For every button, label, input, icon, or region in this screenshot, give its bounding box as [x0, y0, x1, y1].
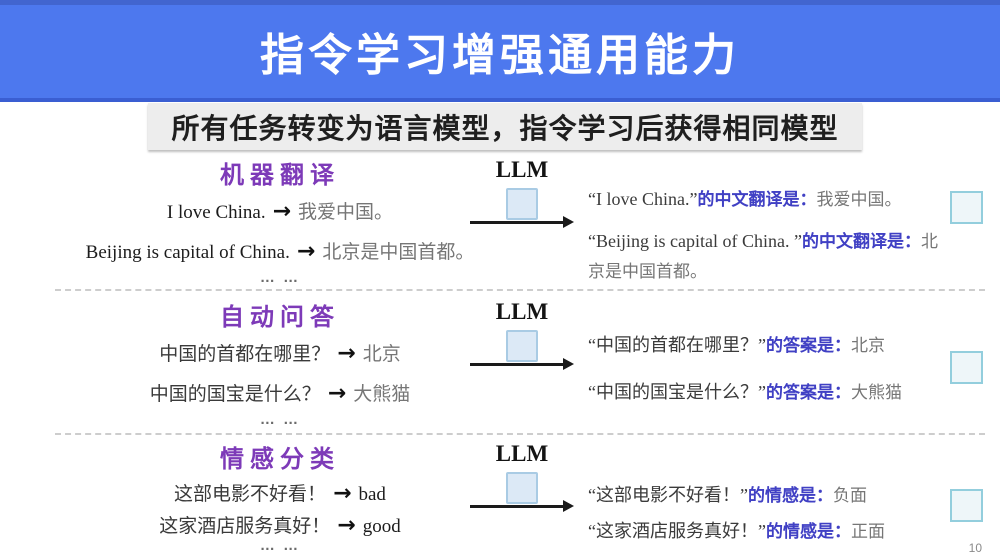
arrow-icon: →: [337, 513, 356, 538]
ellipsis-text: … …: [259, 269, 301, 286]
example-output: 北京是中国首都。: [322, 242, 475, 263]
task-examples-column: 情感分类 这部电影不好看！→bad 这家酒店服务真好！→good … …: [55, 437, 505, 559]
result-connector: 的答案是：: [765, 383, 851, 402]
example-pair: 这部电影不好看！ → bad: [55, 479, 505, 506]
example-output: 我爱中国。: [298, 202, 394, 223]
example-input: 中国的国宝是什么？: [149, 384, 321, 405]
result-connector: 的中文翻译是：: [801, 232, 921, 251]
result-connector: 的中文翻译是：: [697, 190, 817, 209]
ellipsis-text: … …: [259, 411, 301, 428]
result-answer: 负面: [832, 486, 867, 505]
llm-box-icon: [506, 330, 538, 362]
placeholder-square-icon: [950, 489, 983, 522]
task-examples-column: 自动问答 中国的首都在哪里？ → 北京 中国的国宝是什么？ → 大熊猫 … …: [55, 295, 505, 433]
result-line: “这家酒店服务真好！”的情感是：正面: [588, 517, 950, 547]
result-line: “中国的首都在哪里？”的答案是：北京: [588, 331, 950, 361]
section-heading: 自动问答: [220, 304, 340, 331]
section-heading: 机器翻译: [220, 162, 340, 189]
arrow-icon: →: [337, 341, 356, 366]
example-pair: 中国的首都在哪里？ → 北京: [55, 339, 505, 366]
llm-label: LLM: [495, 441, 549, 466]
section-heading: 情感分类: [220, 446, 340, 473]
result-quote: “这部电影不好看！”: [588, 485, 748, 505]
section-sentiment-classification: 情感分类 这部电影不好看！→bad 这家酒店服务真好！→good … … LLM…: [0, 437, 1000, 559]
example-output: 北京: [362, 344, 401, 365]
prompt-results-column: “这部电影不好看！”的情感是：负面 “这家酒店服务真好！”的情感是：正面: [588, 481, 950, 553]
result-connector: 的情感是：: [747, 486, 833, 505]
result-quote: “中国的首都在哪里？”: [588, 335, 766, 355]
placeholder-square-icon: [950, 191, 983, 224]
example-pair: I love China. → 我爱中国。: [55, 197, 505, 224]
subtitle-bar: 所有任务转变为语言模型，指令学习后获得相同模型: [148, 103, 862, 150]
subtitle-text: 所有任务转变为语言模型，指令学习后获得相同模型: [171, 112, 839, 144]
llm-arrow-icon: [470, 358, 574, 370]
result-quote: “中国的国宝是什么？”: [588, 382, 766, 402]
task-examples-column: 机器翻译 I love China. → 我爱中国。 Beijing is capi…: [55, 153, 505, 290]
banner-top-edge: [0, 0, 1000, 5]
example-output: bad: [358, 484, 386, 505]
llm-model: LLM: [468, 441, 576, 512]
llm-label: LLM: [495, 299, 549, 324]
result-line: “中国的国宝是什么？”的答案是：大熊猫: [588, 378, 950, 408]
section-machine-translation: 机器翻译 I love China. → 我爱中国。 Beijing is capi…: [0, 153, 1000, 290]
arrow-icon: →: [327, 381, 347, 406]
ellipsis-text: … …: [259, 537, 301, 554]
result-answer: 我爱中国。: [816, 190, 902, 209]
arrow-icon: →: [333, 481, 352, 506]
arrowhead-icon: [563, 216, 574, 228]
llm-label: LLM: [495, 157, 549, 182]
result-quote: “Beijing is capital of China. ”: [588, 231, 802, 251]
llm-model: LLM: [468, 157, 576, 228]
result-answer: 大熊猫: [850, 383, 902, 402]
page-title: 指令学习增强通用能力: [260, 31, 740, 80]
result-quote: “这家酒店服务真好！”: [588, 521, 766, 541]
prompt-results-column: “I love China.”的中文翻译是：我爱中国。 “Beijing is …: [588, 185, 950, 299]
result-line: “I love China.”的中文翻译是：我爱中国。: [588, 185, 950, 215]
example-output: good: [362, 516, 401, 537]
arrow-icon: →: [272, 199, 292, 224]
result-connector: 的情感是：: [765, 522, 851, 541]
dashed-divider: [55, 289, 985, 291]
example-pair: Beijing is capital of China. → 北京是中国首都。: [55, 237, 505, 264]
example-input: 这部电影不好看！: [174, 484, 327, 505]
llm-arrow-icon: [470, 216, 574, 228]
llm-arrow-icon: [470, 500, 574, 512]
example-input: 这家酒店服务真好！: [159, 516, 331, 537]
example-pair: 这家酒店服务真好！ → good: [55, 511, 505, 538]
result-connector: 的答案是：: [765, 336, 851, 355]
example-pair: 中国的国宝是什么？ → 大熊猫: [55, 379, 505, 406]
dashed-divider: [55, 433, 985, 435]
result-answer: 北京是中国首都。: [588, 232, 938, 281]
example-input: I love China.: [166, 202, 266, 223]
result-answer: 北京: [850, 336, 885, 355]
title-banner: 指令学习增强通用能力: [0, 0, 1000, 102]
arrow-icon: →: [296, 239, 316, 264]
example-input: Beijing is capital of China.: [85, 242, 290, 263]
llm-box-icon: [506, 188, 538, 220]
example-input: 中国的首都在哪里？: [159, 344, 331, 365]
result-line: “这部电影不好看！”的情感是：负面: [588, 481, 950, 511]
result-line: “Beijing is capital of China. ”的中文翻译是：北京…: [588, 227, 950, 287]
result-quote: “I love China.”: [588, 189, 698, 209]
page-number: 10: [968, 541, 982, 555]
placeholder-square-icon: [950, 351, 983, 384]
arrowhead-icon: [563, 500, 574, 512]
llm-box-icon: [506, 472, 538, 504]
example-output: 大熊猫: [353, 384, 411, 405]
section-question-answering: 自动问答 中国的首都在哪里？→北京 中国的国宝是什么？→大熊猫 … … LLM …: [0, 295, 1000, 433]
banner-bottom-edge: [0, 98, 1000, 102]
result-answer: 正面: [850, 522, 885, 541]
arrowhead-icon: [563, 358, 574, 370]
llm-model: LLM: [468, 299, 576, 370]
prompt-results-column: “中国的首都在哪里？”的答案是：北京 “中国的国宝是什么？”的答案是：大熊猫: [588, 331, 950, 425]
